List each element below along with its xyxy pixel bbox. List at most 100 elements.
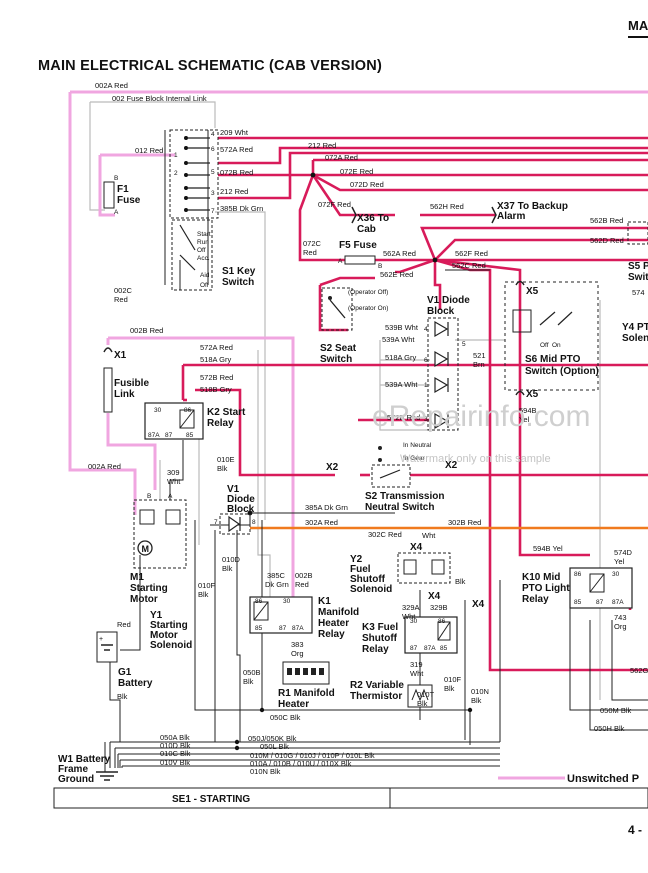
- wire-label: 518A Gry: [200, 355, 232, 364]
- v1d-pin-7: 7: [214, 519, 218, 526]
- x4-label-2: X4: [428, 591, 441, 602]
- v1b-name: Diode: [442, 295, 470, 306]
- key-terminal-4: 4: [211, 131, 215, 138]
- v1d-pin-8: 8: [252, 519, 256, 526]
- wire-label: Blk: [198, 590, 209, 599]
- wire-label: Brn: [473, 360, 485, 369]
- v1b-id: V1: [427, 295, 440, 306]
- k2-pin-30: 30: [154, 407, 162, 414]
- f1-name: Fuse: [117, 195, 141, 206]
- x37-backup-alarm: X37 To Backup Alarm: [491, 201, 568, 224]
- s2t-name: Transmission: [380, 491, 444, 502]
- wire-label: 209 Wht: [220, 128, 249, 137]
- wire-label: 050M Blk: [600, 706, 632, 715]
- k2-id: K2: [207, 407, 220, 418]
- k10-name3: Relay: [522, 594, 549, 605]
- k2-pin-87a: 87A: [148, 432, 160, 439]
- switch-s5: S5 P Swit: [627, 221, 648, 283]
- wire-label: 518A Gry: [385, 353, 417, 362]
- diode-block-v1-upper: 4 6 1 3 5 V1 Diode Block: [424, 295, 470, 431]
- page-title: MAIN ELECTRICAL SCHEMATIC (CAB VERSION): [38, 58, 382, 74]
- black-wires: [104, 130, 648, 772]
- pto-solenoid-y4: Y4 PT Solen: [622, 322, 648, 344]
- wire-label: 574: [632, 288, 645, 297]
- k1-pin-85: 85: [255, 625, 263, 632]
- k3-pin-87: 87: [410, 645, 418, 652]
- svg-text:V1 Diode: V1 Diode: [427, 295, 470, 306]
- svg-text:F5 Fuse: F5 Fuse: [339, 240, 377, 251]
- k3-name2: Shutoff: [362, 633, 398, 644]
- wire-label: 562H Red: [430, 202, 464, 211]
- k2-pin-87: 87: [165, 432, 173, 439]
- f5-id: F5: [339, 240, 351, 251]
- y2-name: Fuel: [350, 564, 371, 575]
- k1-id: K1: [318, 596, 331, 607]
- k3-name: Fuel: [378, 622, 399, 633]
- svg-text:K3 Fuel: K3 Fuel: [362, 622, 398, 633]
- s2-id: S2: [320, 343, 333, 354]
- s1-name: Key: [237, 266, 256, 277]
- wire-label: 574D: [614, 548, 633, 557]
- f5-pin-b: B: [378, 263, 382, 270]
- wire-label: Red: [114, 295, 128, 304]
- diode-pin-3: 3: [424, 416, 428, 423]
- k3-pin-30: 30: [410, 618, 418, 625]
- wire-label: 594B: [519, 406, 537, 415]
- wire-label: Org: [614, 622, 627, 631]
- r2-name2: Thermistor: [350, 691, 402, 702]
- wire-label: 562B Red: [590, 216, 623, 225]
- k3-pin-86: 86: [438, 618, 446, 625]
- w1-name2: Frame: [58, 764, 88, 775]
- key-pos-acc: Acc.: [197, 255, 210, 262]
- wire-label: 562E Red: [380, 270, 413, 279]
- wire-label: Wht: [167, 477, 181, 486]
- wire-label: 572A Red: [200, 343, 233, 352]
- y4-name: PT: [637, 322, 648, 333]
- wire-label: 309: [167, 468, 180, 477]
- k1-pin-86: 86: [255, 598, 263, 605]
- f1-pin-b: B: [114, 175, 118, 182]
- wire-label: 010D Blk: [160, 741, 191, 750]
- watermark-note: Watermark only on this sample: [400, 453, 551, 465]
- y2-name2: Shutoff: [350, 574, 386, 585]
- wire-label: 562A Red: [383, 249, 416, 258]
- y4-id: Y4: [622, 322, 635, 333]
- wire-label: Blk: [444, 684, 455, 693]
- watermark-site: eRepairinfo.com: [372, 400, 590, 433]
- k2-pin-85: 85: [186, 432, 194, 439]
- s2t-name2: Neutral Switch: [365, 502, 434, 513]
- f5-name: Fuse: [353, 240, 377, 251]
- w1-id: W1: [58, 754, 73, 765]
- wire-label: 010F: [444, 675, 462, 684]
- wire-label: 010E: [217, 455, 235, 464]
- wire-label: 572B Red: [387, 413, 420, 422]
- starting-motor-m1: M B A M1 Starting Motor Y1 Starting Moto…: [130, 493, 192, 651]
- svg-text:S2 Transmission: S2 Transmission: [365, 491, 444, 502]
- variable-thermistor-r2: R2 Variable Thermistor: [350, 680, 433, 708]
- wire-label: 002B: [295, 571, 313, 580]
- wire-label: 302C Red: [368, 530, 402, 539]
- wire-label: 010D: [222, 555, 241, 564]
- manifold-heater-relay-k1: 86 30 85 87 87A K1 Manifold Heater Relay: [249, 596, 359, 640]
- wire-label: 050B: [243, 668, 261, 677]
- wire-label: 002C: [114, 286, 133, 295]
- s2-name2: Switch: [320, 354, 352, 365]
- k10-name: Mid: [543, 572, 560, 583]
- x5-label-bottom: X5: [526, 389, 539, 400]
- wire-label: 302A Red: [305, 518, 338, 527]
- wire-label: 050L Blk: [260, 742, 289, 751]
- k1-pin-30: 30: [283, 598, 291, 605]
- key-pos-start: Start: [197, 231, 211, 238]
- k10-pin-86: 86: [574, 571, 582, 578]
- wire-label: 072C: [303, 239, 322, 248]
- wire-label: 072E Red: [340, 167, 373, 176]
- wire-label: 010N Blk: [250, 767, 281, 776]
- y2-id: Y2: [350, 554, 363, 565]
- wire-label: 212 Red: [220, 187, 248, 196]
- x2-label-right: X2: [445, 460, 458, 471]
- s5-name: P: [643, 261, 648, 272]
- k1-name2: Heater: [318, 618, 349, 629]
- x37-name: To Backup: [518, 201, 568, 212]
- wire-label: 002A Red: [88, 462, 121, 471]
- svg-text:V1: V1: [227, 484, 240, 495]
